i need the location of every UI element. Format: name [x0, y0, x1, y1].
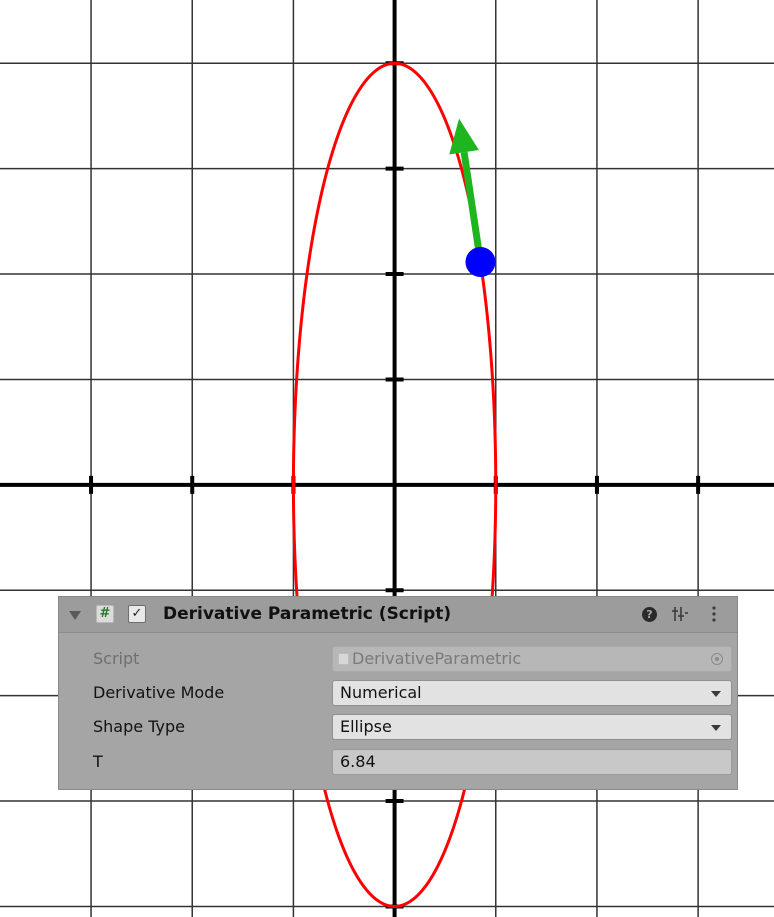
shape-type-value: Ellipse — [340, 717, 392, 736]
shape-type-row: Shape Type Ellipse — [59, 711, 737, 741]
component-title: Derivative Parametric (Script) — [163, 604, 452, 624]
dropdown-caret-icon — [711, 725, 721, 731]
dropdown-caret-icon — [711, 691, 721, 697]
tangent-arrow — [449, 118, 484, 263]
kebab-menu-icon[interactable] — [711, 605, 717, 623]
inspector-component-panel: # ✓ Derivative Parametric (Script) ? Scr… — [58, 596, 738, 790]
component-enabled-checkbox[interactable]: ✓ — [128, 605, 146, 623]
curve-point[interactable] — [465, 247, 496, 278]
t-row: T 6.84 — [59, 746, 737, 776]
derivative-mode-label: Derivative Mode — [93, 683, 225, 702]
t-number-field[interactable]: 6.84 — [332, 749, 732, 775]
component-header[interactable]: # ✓ Derivative Parametric (Script) ? — [59, 597, 737, 633]
t-label[interactable]: T — [93, 752, 103, 771]
help-icon[interactable]: ? — [642, 607, 657, 622]
derivative-mode-dropdown[interactable]: Numerical — [332, 680, 732, 706]
tangent-arrow-shaft — [460, 151, 484, 263]
script-object-field: DerivativeParametric — [332, 646, 732, 672]
shape-type-dropdown[interactable]: Ellipse — [332, 714, 732, 740]
derivative-mode-value: Numerical — [340, 683, 422, 702]
t-value: 6.84 — [340, 752, 376, 771]
preset-icon[interactable] — [671, 605, 689, 623]
derivative-mode-row: Derivative Mode Numerical — [59, 677, 737, 707]
script-file-icon — [338, 653, 349, 665]
script-icon: # — [96, 605, 114, 623]
tangent-arrow-head — [449, 118, 479, 155]
object-picker-icon[interactable] — [711, 653, 723, 665]
shape-type-label: Shape Type — [93, 717, 185, 736]
script-row: Script DerivativeParametric — [59, 643, 737, 673]
parametric-curve — [291, 61, 498, 908]
foldout-triangle-icon[interactable] — [69, 611, 81, 620]
script-label: Script — [93, 649, 140, 668]
script-object-value: DerivativeParametric — [352, 649, 522, 668]
